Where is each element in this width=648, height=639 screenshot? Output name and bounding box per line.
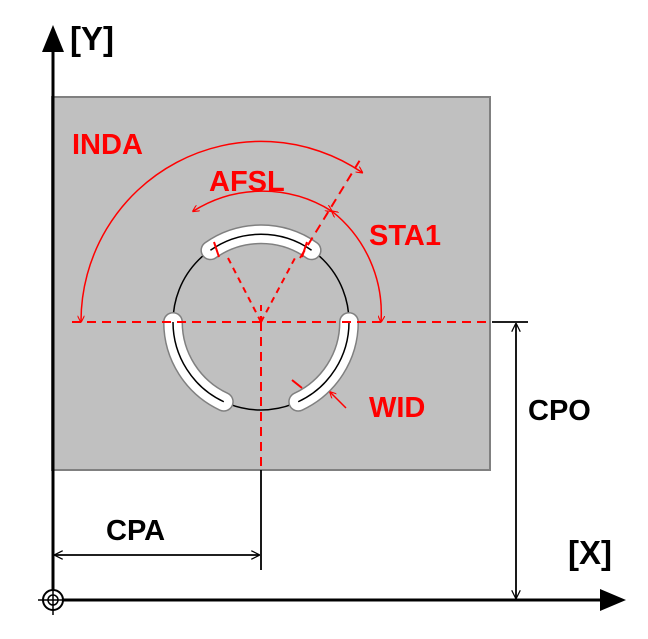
coordinate-axes — [42, 25, 626, 611]
cpa-label: CPA — [106, 515, 165, 547]
wid-arrow — [330, 392, 347, 409]
sta1-label: STA1 — [369, 220, 441, 252]
y-axis-label: [Y] — [70, 20, 114, 57]
angle-dimensions — [81, 140, 381, 409]
afsl-label: AFSL — [209, 166, 285, 198]
y-axis-arrowhead — [42, 25, 64, 52]
labels: [Y] [X] INDA AFSL STA1 WID CPA CPO — [70, 20, 612, 571]
afsl-arc — [193, 190, 332, 211]
slot-left-centerline — [172, 321, 225, 403]
wid-label: WID — [369, 392, 425, 424]
slot-right-centerline — [297, 321, 350, 403]
inda-label: INDA — [72, 129, 143, 161]
origin-crosshair-icon — [38, 585, 68, 615]
position-dimensions — [55, 321, 528, 598]
x-axis-arrowhead — [600, 589, 626, 611]
x-axis-label: [X] — [568, 534, 612, 571]
inda-arc — [81, 140, 362, 322]
cpo-label: CPO — [528, 395, 591, 427]
sta1-arc — [332, 211, 381, 322]
